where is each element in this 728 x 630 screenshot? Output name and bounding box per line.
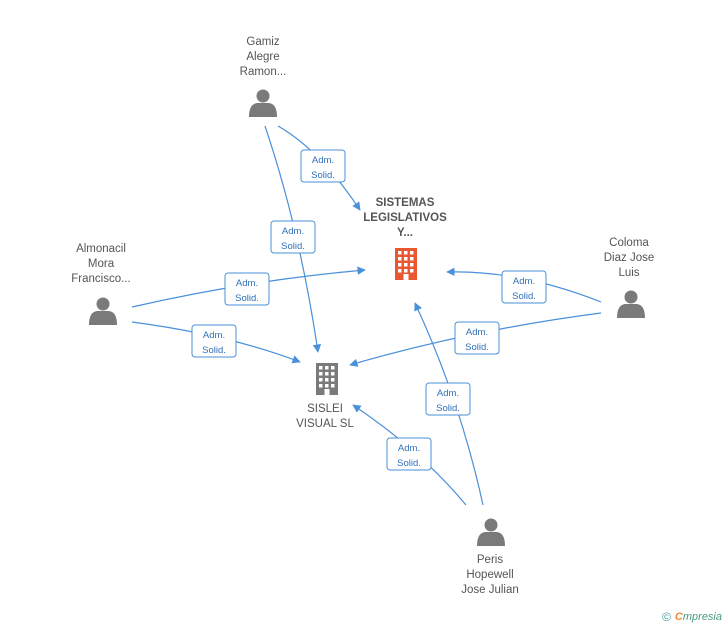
node-label-line: Luis bbox=[618, 267, 639, 279]
node-label-line: Ramon... bbox=[240, 66, 287, 78]
node-label-line: Diaz Jose bbox=[604, 252, 655, 264]
edges-layer bbox=[131, 125, 602, 506]
role-badge[interactable]: Adm. Solid. bbox=[386, 437, 432, 471]
role-badge-text: Solid. bbox=[202, 345, 226, 356]
role-badge-text: Adm. bbox=[282, 226, 304, 237]
role-badge-text: Solid. bbox=[281, 241, 305, 252]
node-label-line: Y... bbox=[397, 227, 413, 239]
role-badge-box bbox=[224, 272, 270, 306]
role-badge[interactable]: Adm. Solid. bbox=[454, 321, 500, 355]
copyright-icon: © bbox=[662, 610, 671, 624]
node-sislei[interactable]: SISLEI VISUAL SL bbox=[296, 363, 354, 430]
node-label-line: Almonacil bbox=[76, 243, 126, 255]
role-badge[interactable]: Adm. Solid. bbox=[425, 382, 471, 416]
node-gamiz[interactable]: GamizAlegreRamon... bbox=[240, 36, 287, 117]
role-badge-text: Adm. bbox=[513, 276, 535, 287]
role-badge-text: Solid. bbox=[436, 403, 460, 414]
role-badge[interactable]: Adm. Solid. bbox=[191, 324, 237, 358]
role-badge-box bbox=[191, 324, 237, 358]
role-badge-text: Adm. bbox=[398, 443, 420, 454]
node-almonacil[interactable]: AlmonacilMoraFrancisco... bbox=[71, 243, 131, 325]
role-badge-text: Adm. bbox=[312, 155, 334, 166]
brand-logo[interactable]: Cmpresia bbox=[674, 611, 722, 623]
role-badge-text: Solid. bbox=[397, 458, 421, 469]
node-label-line: SISLEI bbox=[307, 403, 343, 415]
footer-credit: © Cmpresia bbox=[662, 610, 722, 624]
person-icon bbox=[617, 290, 645, 318]
role-badge-text: Solid. bbox=[512, 291, 536, 302]
role-badge-text: Adm. bbox=[437, 388, 459, 399]
role-badge-text: Solid. bbox=[465, 342, 489, 353]
role-badge-box bbox=[270, 220, 316, 254]
node-label-line: Peris bbox=[477, 554, 503, 566]
building-icon bbox=[395, 248, 417, 280]
role-badge-box bbox=[300, 149, 346, 183]
role-badge-text: Solid. bbox=[235, 293, 259, 304]
person-icon bbox=[249, 89, 277, 117]
role-badge-box bbox=[501, 270, 547, 304]
node-label-line: Hopewell bbox=[466, 569, 513, 581]
node-label-line: Mora bbox=[88, 258, 115, 270]
node-label-line: Coloma bbox=[609, 237, 649, 249]
role-badge-box bbox=[454, 321, 500, 355]
person-icon bbox=[89, 297, 117, 325]
role-badge-box bbox=[386, 437, 432, 471]
role-badge[interactable]: Adm. Solid. bbox=[501, 270, 547, 304]
node-label-line: LEGISLATIVOS bbox=[363, 212, 447, 224]
node-label-line: Francisco... bbox=[71, 273, 130, 285]
node-label-line: SISTEMAS bbox=[376, 197, 435, 209]
role-badge[interactable]: Adm. Solid. bbox=[300, 149, 346, 183]
building-icon bbox=[316, 363, 338, 395]
role-badge[interactable]: Adm. Solid. bbox=[270, 220, 316, 254]
node-label-line: Gamiz bbox=[246, 36, 279, 48]
node-label-line: Jose Julian bbox=[461, 584, 519, 596]
role-badge-text: Adm. bbox=[236, 278, 258, 289]
role-badge-text: Adm. bbox=[466, 327, 488, 338]
role-badge-text: Adm. bbox=[203, 330, 225, 341]
node-sistemas[interactable]: SISTEMAS LEGISLATIVOS Y... bbox=[363, 197, 447, 280]
node-label-line: Alegre bbox=[246, 51, 279, 63]
role-badge[interactable]: Adm. Solid. bbox=[224, 272, 270, 306]
badges-layer: Adm. Solid. Adm. Solid. Adm. Solid. Adm. Solid.… bbox=[191, 149, 547, 471]
person-icon bbox=[477, 518, 505, 546]
node-label-line: VISUAL SL bbox=[296, 418, 354, 430]
role-badge-box bbox=[425, 382, 471, 416]
role-badge-text: Solid. bbox=[311, 170, 335, 181]
